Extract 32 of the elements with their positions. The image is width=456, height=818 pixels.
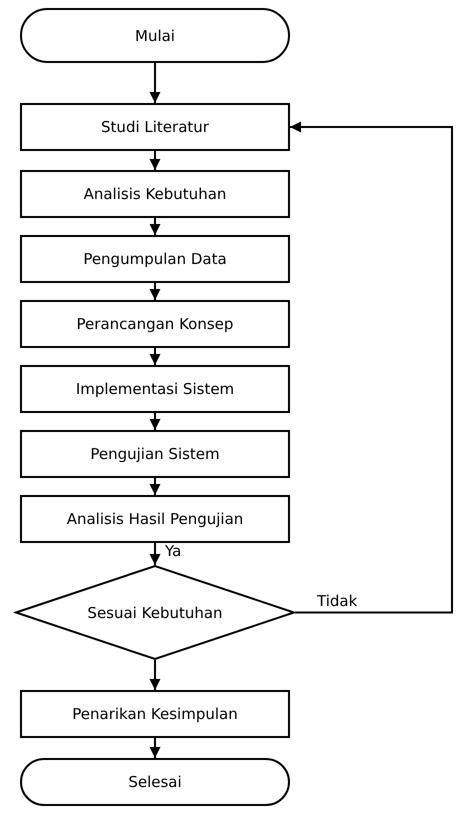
process-box (20, 690, 290, 738)
terminal-shape (20, 758, 290, 806)
process-label: Pengumpulan Data (83, 250, 227, 268)
process-box (20, 495, 290, 543)
process-box (20, 300, 290, 348)
process-label: Analisis Kebutuhan (84, 185, 226, 203)
process-label: Penarikan Kesimpulan (72, 705, 238, 723)
process-label: Implementasi Sistem (76, 380, 234, 398)
arrow (150, 151, 160, 170)
arrow (150, 413, 160, 430)
process-box (20, 170, 290, 218)
edge-label: Tidak (315, 592, 360, 610)
decision-label: Sesuai Kebutuhan (87, 604, 223, 622)
arrow (150, 478, 160, 495)
arrow (150, 63, 160, 103)
arrow (150, 660, 160, 690)
arrow (290, 122, 453, 614)
process-box (20, 430, 290, 478)
arrow (150, 738, 160, 758)
process-box (20, 103, 290, 151)
process-label: Pengujian Sistem (90, 445, 220, 463)
arrow (150, 543, 160, 565)
terminal-label: Selesai (128, 773, 182, 791)
arrow (150, 348, 160, 365)
arrow (150, 283, 160, 300)
arrow (150, 218, 160, 235)
process-label: Perancangan Konsep (76, 315, 234, 333)
terminal-label: Mulai (135, 26, 175, 44)
process-box (20, 365, 290, 413)
process-label: Studi Literatur (101, 118, 209, 136)
process-label: Analisis Hasil Pengujian (66, 510, 244, 528)
process-box (20, 235, 290, 283)
